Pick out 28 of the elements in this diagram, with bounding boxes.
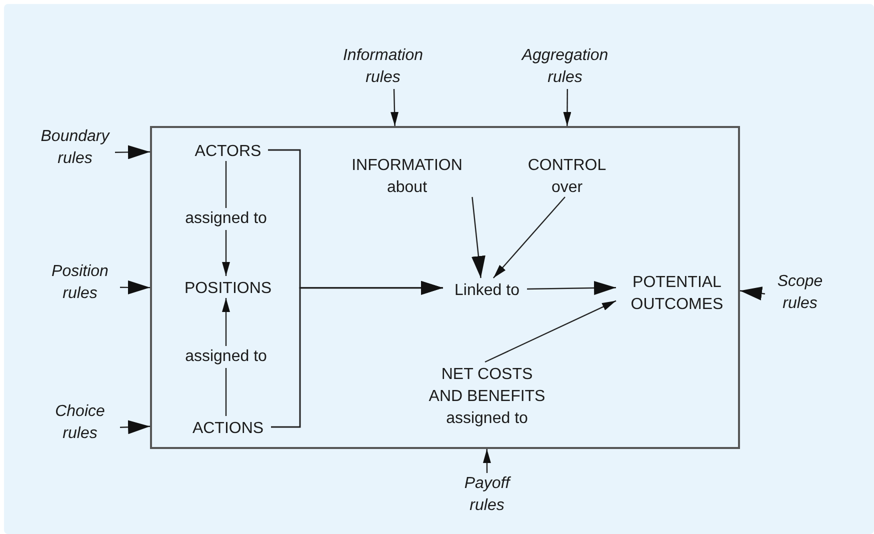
arrow — [563, 89, 572, 126]
concept-label: ACTORS — [186, 141, 270, 163]
arrow — [390, 88, 399, 126]
arrow — [484, 300, 616, 363]
action-arena-box — [150, 126, 740, 449]
rule-label: Information rules — [328, 45, 438, 89]
arrow — [271, 280, 443, 428]
rule-label: Payoff rules — [447, 473, 527, 517]
arrow — [482, 449, 491, 473]
concept-label: POTENTIAL OUTCOMES — [618, 272, 736, 316]
rule-label: Aggregation rules — [505, 45, 625, 89]
concept-label: NET COSTS AND BENEFITS assigned to — [427, 364, 547, 430]
arrow — [492, 196, 566, 278]
rule-label: Choice rules — [40, 401, 120, 445]
arrow — [740, 286, 766, 300]
arrow — [472, 196, 486, 278]
rule-label: Scope rules — [765, 271, 835, 315]
arrow — [114, 145, 150, 160]
concept-label: INFORMATION about — [337, 155, 477, 199]
concept-label: CONTROL over — [517, 155, 617, 199]
concept-label: ACTIONS — [183, 418, 273, 440]
rule-label: Boundary rules — [35, 126, 115, 170]
rule-label: Position rules — [40, 261, 120, 305]
concept-label: POSITIONS — [173, 278, 283, 300]
arrow — [526, 280, 616, 295]
arrow — [120, 280, 150, 294]
concept-label: Linked to — [445, 280, 529, 302]
arrow — [120, 420, 150, 434]
